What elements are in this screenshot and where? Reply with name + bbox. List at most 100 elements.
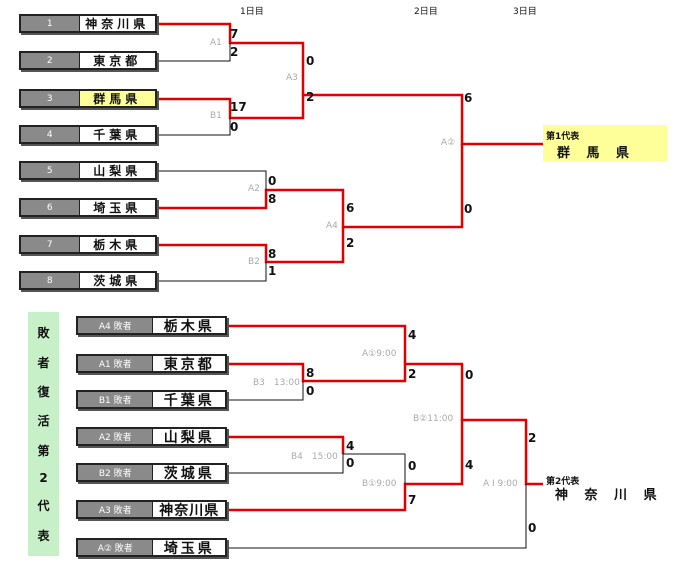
- score-B4-top: 4: [346, 439, 355, 453]
- line-r-chiba: [227, 381, 304, 401]
- repechage-title: 敗 者 復 活 第 2 代 表: [28, 312, 59, 556]
- match-label-B1: B1: [210, 111, 222, 121]
- second-rep-caption: 第2代表: [546, 477, 580, 487]
- rep-team-entry-4: A2 敗者 山梨県: [76, 427, 227, 446]
- team-entry-6: 6 埼玉県: [19, 198, 157, 217]
- team-name: 東京都: [163, 356, 215, 373]
- team-entry-8: 8 茨城県: [19, 271, 157, 290]
- seed-number: 5: [21, 163, 80, 178]
- line-team6: [157, 144, 464, 229]
- team-name: 神奈川県: [159, 502, 220, 519]
- line-r-ibaraki: [227, 453, 406, 484]
- score-B2-top: 8: [268, 247, 277, 261]
- score-final-1-top: 6: [464, 91, 473, 105]
- seed-number: 8: [21, 273, 80, 288]
- match-label-RA1: A①9:00: [362, 349, 397, 359]
- score-A2-top: 0: [268, 174, 277, 188]
- match-label-B3: B3 13:00: [253, 378, 300, 388]
- second-representative: 第2代表 神 奈 川 県: [543, 470, 673, 504]
- day-header-2: 2日目: [414, 7, 438, 17]
- team-entry-1: 1 神奈川県: [19, 14, 157, 33]
- first-rep-caption: 第1代表: [546, 132, 580, 142]
- team-entry-3: 3 群馬県: [19, 89, 157, 108]
- seed-number: 7: [21, 237, 80, 252]
- line-r-saitama: [227, 484, 527, 549]
- first-representative: 第1代表 群 馬 県: [543, 125, 667, 161]
- seed-number: 6: [21, 200, 80, 215]
- match-label-RB2: B②11:00: [413, 414, 454, 424]
- rep-title-char: 第: [37, 443, 50, 458]
- line-r-tokyo: [227, 362, 464, 420]
- match-label-B2: B2: [248, 257, 260, 267]
- score-B3-top: 8: [306, 366, 315, 380]
- rep-team-entry-2: A1 敗者 東京都: [76, 354, 227, 373]
- loser-source: B1 敗者: [78, 392, 154, 407]
- second-rep-name: 神 奈 川 県: [555, 488, 663, 503]
- line-r-tochigi: [227, 324, 407, 364]
- score-RB1-top: 0: [408, 459, 417, 473]
- score-A4-bottom: 2: [346, 236, 355, 250]
- loser-source: A2 敗者: [78, 429, 154, 444]
- rep-title-char: 敗: [37, 326, 50, 341]
- team-name: 茨城県: [93, 274, 142, 288]
- score-RB2-bottom: 4: [465, 458, 474, 472]
- match-label-A3: A3: [286, 73, 298, 83]
- score-RB2-top: 0: [465, 368, 474, 382]
- score-B3-bottom: 0: [306, 384, 315, 398]
- match-label-A4: A4: [326, 221, 338, 231]
- line-r-yamanashi: [227, 435, 345, 454]
- rep-title-char: 活: [37, 414, 50, 429]
- score-B2-bottom: 1: [268, 264, 277, 278]
- rep-team-entry-3: B1 敗者 千葉県: [76, 390, 227, 409]
- loser-source: A1 敗者: [78, 356, 154, 371]
- rep-team-entry-7: A② 敗者 埼玉県: [76, 538, 227, 557]
- score-B4-bottom: 0: [346, 456, 355, 470]
- match-label-RAI: A I 9:00: [483, 479, 518, 489]
- score-A1-top: 7: [230, 27, 239, 41]
- team-name: 栃木県: [93, 238, 142, 252]
- rep-team-entry-6: A3 敗者 神奈川県: [76, 500, 227, 519]
- seed-number: 2: [21, 53, 80, 68]
- team-entry-4: 4 千葉県: [19, 125, 157, 144]
- team-name: 埼玉県: [93, 201, 142, 215]
- day-header-1: 1日目: [240, 7, 264, 17]
- seed-number: 4: [21, 127, 80, 142]
- score-RAI-bottom: 0: [528, 521, 537, 535]
- team-name: 茨城県: [163, 465, 215, 482]
- match-label-RB1: B①9:00: [362, 479, 397, 489]
- score-B1-top: 17: [230, 100, 247, 114]
- line-team3: [157, 93, 543, 146]
- loser-source: A② 敗者: [78, 540, 154, 555]
- first-rep-name: 群 馬 県: [557, 146, 636, 161]
- rep-title-char: 者: [37, 355, 50, 370]
- team-name: 栃木県: [163, 318, 215, 335]
- team-name: 神奈川県: [85, 17, 150, 31]
- match-label-final-1: A②: [441, 138, 456, 148]
- rep-title-char: 2: [39, 471, 48, 486]
- line-team4: [157, 118, 231, 136]
- line-team5: [157, 170, 267, 190]
- rep-team-entry-5: B2 敗者 茨城県: [76, 463, 227, 482]
- score-RA1-bottom: 2: [408, 367, 417, 381]
- score-RAI-top: 2: [528, 431, 537, 445]
- team-name: 東京都: [93, 54, 142, 68]
- team-name: 千葉県: [93, 128, 142, 142]
- score-A3-top: 0: [306, 54, 315, 68]
- rep-team-entry-1: A4 敗者 栃木県: [76, 316, 227, 335]
- rep-title-char: 表: [37, 528, 50, 543]
- match-label-A1: A1: [210, 38, 222, 48]
- team-name: 群馬県: [79, 91, 155, 106]
- line-team2: [157, 43, 231, 62]
- day-header-3: 3日目: [513, 7, 537, 17]
- match-label-A2: A2: [248, 184, 260, 194]
- line-team8: [157, 262, 267, 282]
- loser-source: B2 敗者: [78, 465, 154, 480]
- score-B1-bottom: 0: [230, 120, 239, 134]
- seed-number: 1: [21, 16, 80, 31]
- match-label-B4: B4 15:00: [291, 452, 338, 462]
- team-entry-7: 7 栃木県: [19, 235, 157, 254]
- team-name: 山梨県: [163, 429, 215, 446]
- team-entry-2: 2 東京都: [19, 51, 157, 70]
- score-A3-bottom: 2: [306, 90, 315, 104]
